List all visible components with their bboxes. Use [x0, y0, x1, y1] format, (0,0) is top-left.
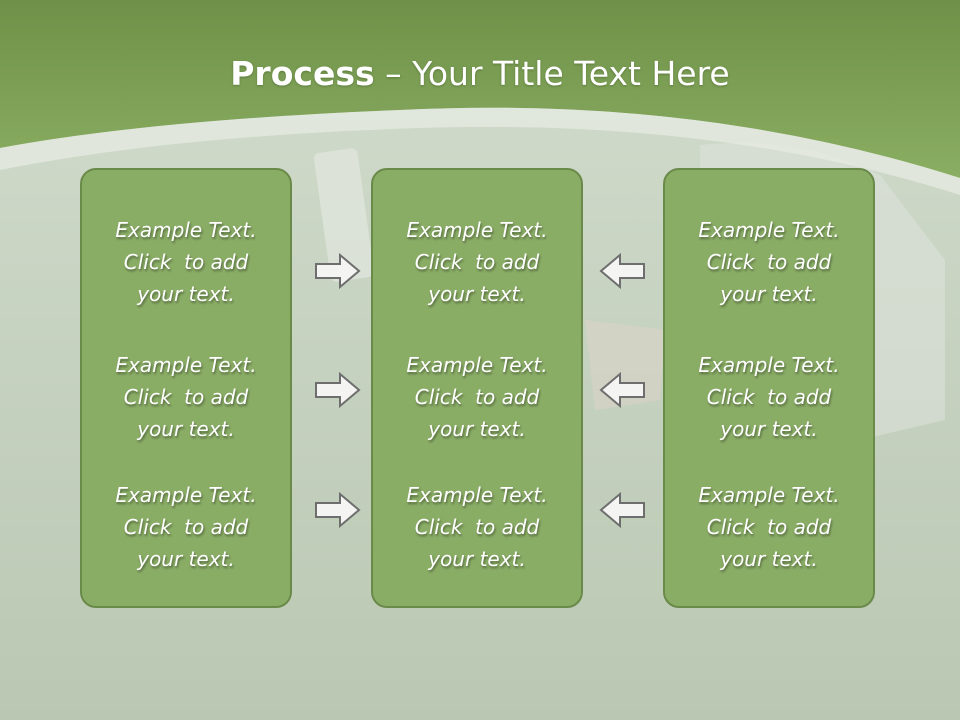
text-line: Example Text.: [115, 218, 257, 242]
text-line: Click to add: [414, 385, 540, 409]
text-line: Click to add: [123, 250, 249, 274]
text-line: Click to add: [414, 515, 540, 539]
text-line: Example Text.: [406, 483, 548, 507]
text-line: Click to add: [123, 515, 249, 539]
text-block[interactable]: Example Text. Click to add your text.: [665, 214, 873, 310]
slide-title: Process – Your Title Text Here: [0, 52, 960, 96]
text-line: your text.: [428, 547, 526, 571]
text-line: your text.: [428, 417, 526, 441]
title-bold: Process: [230, 54, 375, 93]
text-line: Click to add: [706, 250, 832, 274]
text-line: Click to add: [414, 250, 540, 274]
text-block[interactable]: Example Text. Click to add your text.: [82, 349, 290, 445]
arrow-right-icon: [315, 252, 361, 290]
arrow-left-icon: [599, 491, 645, 529]
text-block[interactable]: Example Text. Click to add your text.: [373, 479, 581, 575]
text-line: your text.: [137, 547, 235, 571]
text-block[interactable]: Example Text. Click to add your text.: [665, 479, 873, 575]
text-line: Click to add: [706, 515, 832, 539]
text-line: your text.: [137, 417, 235, 441]
text-line: your text.: [720, 282, 818, 306]
text-block[interactable]: Example Text. Click to add your text.: [82, 479, 290, 575]
text-line: Example Text.: [698, 483, 840, 507]
text-line: Example Text.: [115, 353, 257, 377]
text-line: Example Text.: [698, 353, 840, 377]
text-line: your text.: [137, 282, 235, 306]
arrow-left-icon: [599, 252, 645, 290]
text-line: Example Text.: [698, 218, 840, 242]
text-line: your text.: [720, 547, 818, 571]
text-block[interactable]: Example Text. Click to add your text.: [665, 349, 873, 445]
text-line: Example Text.: [406, 218, 548, 242]
header-swoosh: [0, 107, 960, 195]
text-block[interactable]: Example Text. Click to add your text.: [373, 214, 581, 310]
background-device-shape: [313, 148, 375, 282]
text-line: Example Text.: [115, 483, 257, 507]
text-line: Example Text.: [406, 353, 548, 377]
arrow-right-icon: [315, 371, 361, 409]
text-line: Click to add: [123, 385, 249, 409]
arrow-right-icon: [315, 491, 361, 529]
text-block[interactable]: Example Text. Click to add your text.: [373, 349, 581, 445]
process-box-right[interactable]: Example Text. Click to add your text. Ex…: [663, 168, 875, 608]
text-line: your text.: [720, 417, 818, 441]
title-rest: – Your Title Text Here: [374, 54, 730, 93]
text-line: Click to add: [706, 385, 832, 409]
text-line: your text.: [428, 282, 526, 306]
arrow-left-icon: [599, 371, 645, 409]
header-band: [0, 0, 960, 178]
process-box-middle[interactable]: Example Text. Click to add your text. Ex…: [371, 168, 583, 608]
process-box-left[interactable]: Example Text. Click to add your text. Ex…: [80, 168, 292, 608]
text-block[interactable]: Example Text. Click to add your text.: [82, 214, 290, 310]
